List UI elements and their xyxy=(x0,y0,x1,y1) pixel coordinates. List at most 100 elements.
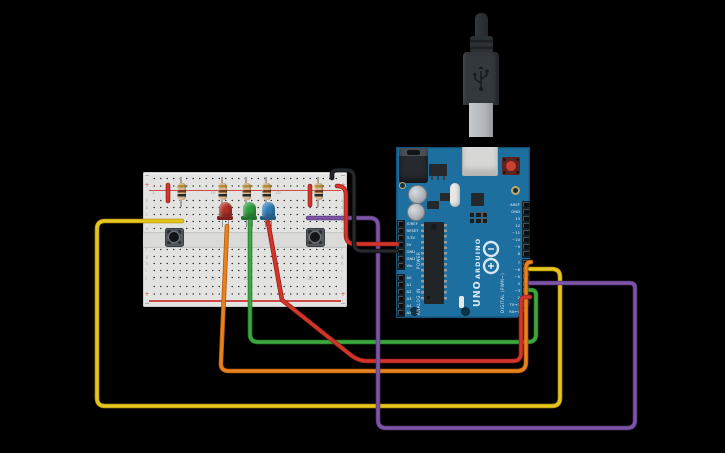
pin-label-Vin: Vin xyxy=(406,263,413,268)
pin-label-IOREF: IOREF xyxy=(406,221,418,226)
reset-button-cap[interactable] xyxy=(506,161,516,171)
resistor-5[interactable] xyxy=(313,177,323,207)
pin-label-A1: A1 xyxy=(406,282,412,287)
wire-green-pin3[interactable] xyxy=(248,219,538,344)
rail-minus-symbol: − xyxy=(340,300,346,307)
resistor-3[interactable] xyxy=(241,177,251,207)
breadboard-bottom-rail-holes[interactable] xyxy=(151,283,339,298)
arduino-infinity-logo xyxy=(480,239,502,279)
pin-label-3.3V: 3.3V xyxy=(406,235,416,240)
pin-Vin[interactable] xyxy=(398,263,404,269)
pin-label-GND: GND xyxy=(511,209,520,214)
pin-RESET[interactable] xyxy=(398,228,404,234)
column-number: 1 xyxy=(152,275,155,281)
pin-label-A5: A5 xyxy=(406,310,412,315)
breadboard-top-rail-holes[interactable] xyxy=(151,175,339,190)
pin-GND[interactable] xyxy=(398,249,404,255)
pin-label-TX→1: TX→1 xyxy=(509,302,520,307)
wire-yellow-pin6[interactable] xyxy=(95,219,562,408)
pin-33V[interactable] xyxy=(398,235,404,241)
pin-5V[interactable] xyxy=(398,242,404,248)
crystal-oscillator xyxy=(450,183,460,207)
resistor-4[interactable] xyxy=(261,177,271,207)
pin-A0[interactable] xyxy=(398,275,404,281)
pin-A4[interactable] xyxy=(398,303,404,309)
row-letter: i xyxy=(341,267,343,273)
wire-red-pin2[interactable] xyxy=(266,220,532,363)
column-number: 1 xyxy=(152,189,155,195)
rail-minus-symbol: − xyxy=(144,172,150,179)
pin-A1[interactable] xyxy=(398,282,404,288)
column-number: 5 xyxy=(178,275,181,281)
arduino-uno-board[interactable]: ARDUINO UNO DIGITAL (PWM~) POWER ANALOG … xyxy=(396,147,530,318)
pin-label-13: 13 xyxy=(515,216,520,221)
led-red[interactable] xyxy=(217,202,233,227)
wire-black-gnd[interactable] xyxy=(330,168,399,253)
resistor-2[interactable] xyxy=(217,177,227,207)
pin-AREF[interactable] xyxy=(523,202,529,208)
mounting-hole xyxy=(461,307,470,316)
usb-cable-strain-relief[interactable] xyxy=(470,36,493,53)
column-number: 10 xyxy=(210,275,216,281)
led-blue[interactable] xyxy=(260,202,276,227)
column-number: 25 xyxy=(308,275,314,281)
resistor-1[interactable] xyxy=(176,177,186,207)
pin-label-A0: A0 xyxy=(406,275,412,280)
column-number: 20 xyxy=(275,189,281,195)
row-letter: b xyxy=(341,204,344,210)
usb-plug-metal-sleeve[interactable] xyxy=(469,103,493,137)
usb-port xyxy=(462,134,498,176)
usb-cable-wire[interactable] xyxy=(475,13,488,39)
row-letter: f xyxy=(341,246,343,252)
reset-button[interactable] xyxy=(502,157,520,175)
button-cap[interactable] xyxy=(169,232,179,242)
usb-icon xyxy=(473,66,489,91)
breadboard-grid-bottom-holes[interactable] xyxy=(151,246,339,281)
row-letter: d xyxy=(341,218,344,224)
row-letter: f xyxy=(145,246,147,252)
pin-label-~6: ~6 xyxy=(514,267,520,272)
mounting-hole xyxy=(399,182,406,189)
pin-A2[interactable] xyxy=(398,289,404,295)
row-letter: j xyxy=(145,274,147,280)
usb-controller-chip xyxy=(471,193,484,206)
voltage-regulator xyxy=(429,164,447,176)
usb-plug[interactable] xyxy=(463,52,499,105)
wire-red-5v[interactable] xyxy=(335,184,399,246)
pin-13[interactable] xyxy=(523,216,529,222)
pin-8[interactable] xyxy=(523,251,529,257)
power-jack xyxy=(399,148,428,183)
breadboard-bottom-rail-line xyxy=(149,300,341,302)
pushbutton-right[interactable] xyxy=(305,227,325,247)
row-letter: j xyxy=(341,274,343,280)
smd-chip xyxy=(427,201,439,209)
pin-GND[interactable] xyxy=(398,256,404,262)
pin-~9[interactable] xyxy=(523,244,529,250)
icsp-header xyxy=(469,212,487,223)
pin-label-GND: GND xyxy=(406,256,416,261)
pin-IOREF[interactable] xyxy=(398,221,404,227)
pin-label-5V: 5V xyxy=(406,242,412,247)
button-cap[interactable] xyxy=(310,232,320,242)
pin-label-7: 7 xyxy=(517,260,520,265)
wire-purple-pin4[interactable] xyxy=(306,216,637,430)
mounting-hole xyxy=(511,186,520,195)
pin-A5[interactable] xyxy=(398,310,404,316)
rail-plus-symbol: + xyxy=(144,291,150,298)
pin-label-RESET: RESET xyxy=(406,228,419,233)
pushbutton-left[interactable] xyxy=(164,227,184,247)
rail-plus-symbol: + xyxy=(340,291,346,298)
wire-orange-pin7[interactable] xyxy=(219,224,533,373)
pin-~10[interactable] xyxy=(523,237,529,243)
pin-~11[interactable] xyxy=(523,230,529,236)
pin-GND[interactable] xyxy=(523,209,529,215)
row-letter: c xyxy=(341,211,344,217)
pin-12[interactable] xyxy=(523,223,529,229)
rail-minus-symbol: − xyxy=(340,172,346,179)
pin-A3[interactable] xyxy=(398,296,404,302)
rail-minus-symbol: − xyxy=(144,300,150,307)
row-letter: b xyxy=(145,204,149,210)
